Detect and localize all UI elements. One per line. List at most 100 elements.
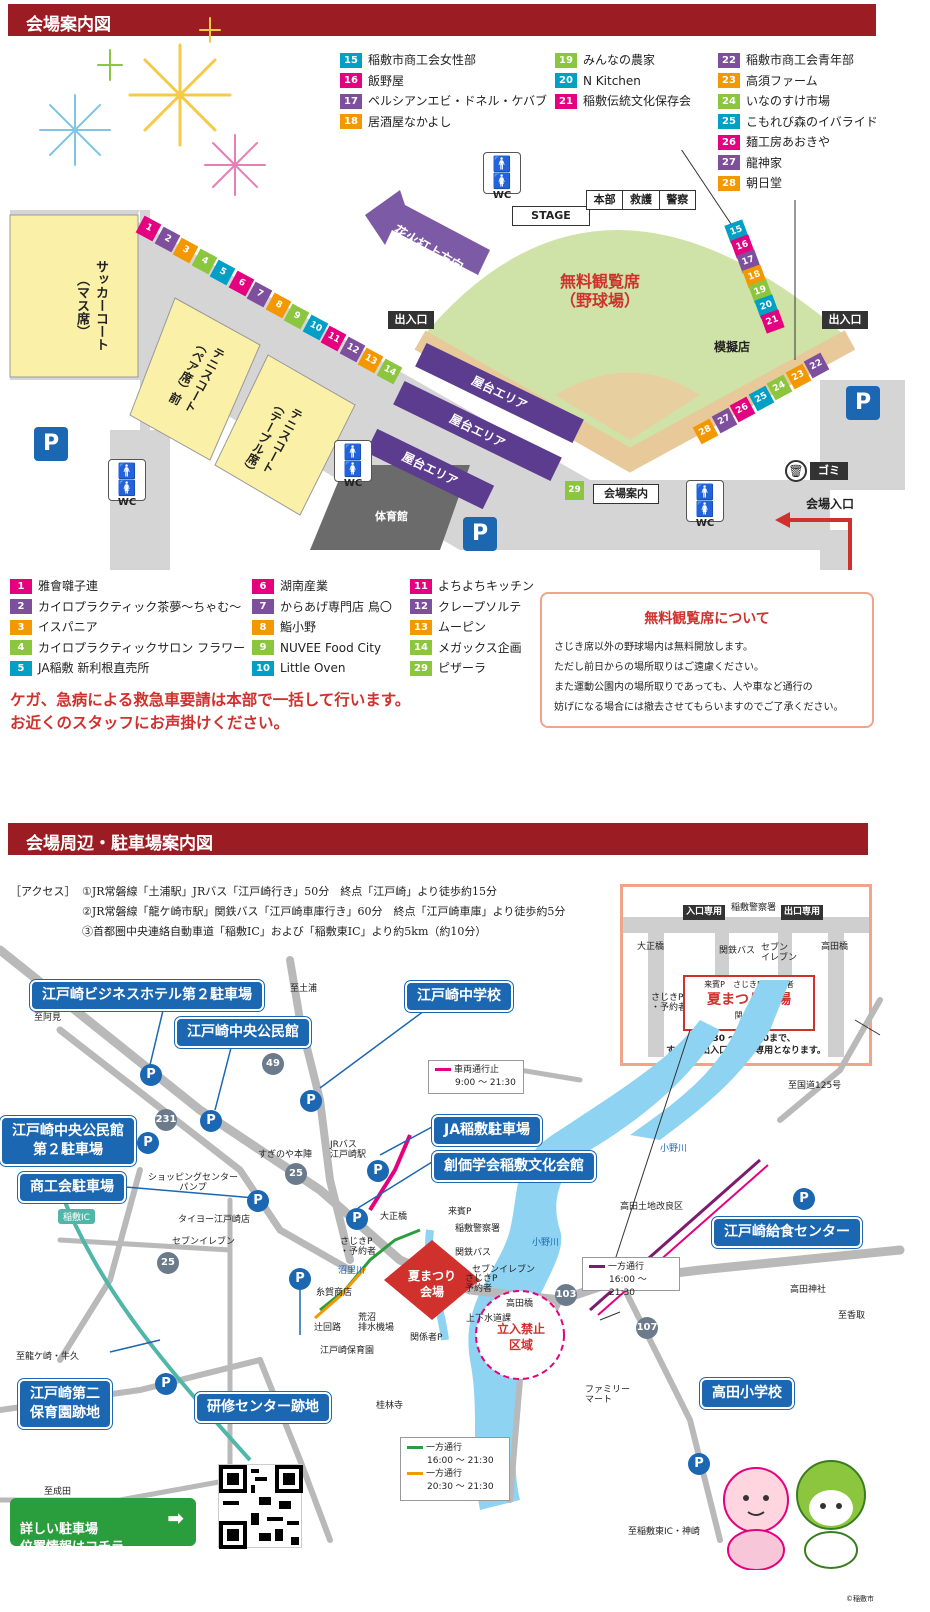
legend-name: ペルシアンエビ・ドネル・ケバブ — [368, 94, 548, 108]
legend-number: 2 — [10, 599, 32, 615]
wc-center: 🚹🚺WC — [334, 440, 372, 489]
legend-name: みんなの農家 — [583, 53, 656, 67]
legend-name: いなのすけ市場 — [746, 94, 831, 108]
label-hoikuen: 江戸崎保育園 — [320, 1346, 375, 1356]
label-r125: 至国道125号 — [788, 1081, 842, 1091]
wc-top: 🚹🚺WC — [483, 152, 521, 201]
legend-name: N Kitchen — [583, 73, 641, 88]
legend-number: 16 — [340, 73, 362, 89]
label-jrbus: JRバス 江戸崎駅 — [330, 1140, 367, 1160]
label-sajiki2: さじきP 予約者 — [465, 1274, 498, 1294]
parking-gym: P — [463, 517, 497, 551]
access-line: ①JR常磐線「土浦駅」JRバス「江戸崎行き」50分 終点「江戸崎」より徒歩約15… — [82, 885, 498, 898]
fireworks-decoration — [39, 17, 266, 196]
legend-number: 10 — [252, 660, 274, 676]
legend-number: 19 — [555, 52, 577, 68]
closure-label: 車両通行止 — [454, 1065, 500, 1075]
access-lines: ①JR常磐線「土浦駅」JRバス「江戸崎行き」50分 終点「江戸崎」より徒歩約15… — [82, 882, 565, 942]
oneway1-label: 一方通行 — [608, 1262, 645, 1272]
label-tsuchiura: 至土浦 — [290, 984, 318, 994]
hq-label: 本部 — [587, 191, 624, 209]
p-marker-7: P — [346, 1208, 368, 1230]
legend-name: カイロプラクティックサロン フラワー — [38, 640, 246, 655]
qr-code[interactable] — [218, 1464, 303, 1549]
legend-number: 14 — [410, 640, 432, 656]
label-gesui: 上下水道課 — [466, 1314, 512, 1324]
label-sugiya: すぎのや本陣 — [258, 1150, 313, 1160]
oneway-green-label: 一方通行 — [426, 1443, 463, 1453]
legend-name: 飯野屋 — [368, 73, 405, 88]
route-231: 231 — [155, 1109, 177, 1131]
free-seats-label: 無料観覧席 （野球場） — [560, 272, 641, 310]
legend-number: 21 — [555, 93, 577, 109]
label-sajiki: さじきP ・予約者 — [340, 1237, 377, 1257]
route-107: 107 — [636, 1317, 658, 1339]
legend-item: 10 Little Oven — [252, 658, 392, 679]
legend-number: 6 — [252, 578, 274, 594]
label-shopping: ショッピングセンター パンプ — [148, 1173, 239, 1193]
legend-number: 23 — [718, 73, 740, 89]
legend-number: 26 — [718, 134, 740, 150]
parking-left: P — [34, 427, 68, 461]
soccer-court-label: サッカーコート （マス席） — [74, 259, 108, 351]
access-line: ②JR常磐線「龍ケ崎市駅」関鉄バス「江戸崎車庫行き」60分 終点「江戸崎車庫」よ… — [82, 905, 566, 918]
legend-number: 7 — [252, 599, 274, 615]
legend-name: 高須ファーム — [746, 73, 818, 88]
legend-number: 29 — [410, 660, 432, 676]
label-seven1: セブンイレブン — [172, 1237, 236, 1247]
parking-label-soka: 創価学会稲敷文化会館 — [432, 1151, 596, 1182]
hq-box: 本部 救護 警察 — [586, 190, 696, 210]
police-label: 警察 — [666, 193, 689, 206]
oneway-green-time: 16:00 〜 21:30 — [427, 1456, 494, 1466]
legend-number: 9 — [252, 640, 274, 656]
legend-item: 17 ペルシアンエビ・ドネル・ケバブ — [340, 91, 560, 112]
inset-seven: セブン イレブン — [761, 943, 798, 963]
inset-sajiki-left: さじきP ・予約者 — [651, 993, 688, 1013]
legend-number: 17 — [340, 93, 362, 109]
inset-police: 稲敷警察署 — [731, 903, 777, 913]
notice-line: また運動公園内の場所取りであっても、人や車など通行の — [554, 682, 813, 693]
label-family: ファミリー マート — [585, 1385, 631, 1405]
legend-name: 雅會囃子連 — [38, 579, 99, 593]
legend-name: 稲敷市商工会女性部 — [368, 53, 477, 67]
qr-label: 詳しい駐車場 位置情報はコチラ — [20, 1522, 125, 1555]
legend-name: 稲敷市商工会青年部 — [746, 53, 855, 67]
p-marker-10: P — [155, 1373, 177, 1395]
area-venue-label: 夏まつり 会場 — [407, 1269, 456, 1299]
legend-item: 4 カイロプラクティックサロン フラワー — [10, 638, 245, 659]
venue-map-header: 会場案内図 — [8, 4, 876, 36]
parking-label-kenshu: 研修センター跡地 — [195, 1392, 331, 1423]
route-25b: 25 — [157, 1252, 179, 1274]
inset-ohashi: 大正橋 — [637, 942, 665, 952]
p-marker-4: P — [247, 1190, 269, 1212]
p-marker-11: P — [688, 1453, 710, 1475]
label-kankei: 関係者P — [410, 1333, 443, 1343]
route-49: 49 — [262, 1053, 284, 1075]
legend-number: 22 — [718, 52, 740, 68]
legend-name: Little Oven — [280, 661, 346, 675]
oneway-orange-time: 20:30 〜 21:30 — [427, 1482, 494, 1492]
legend-name: ピザーラ — [438, 661, 487, 675]
legend-number: 25 — [718, 114, 740, 130]
entrance-left: 出入口 — [388, 311, 434, 329]
qr-info-button[interactable]: 詳しい駐車場 位置情報はコチラ ➡ — [10, 1498, 196, 1555]
access-label: ［アクセス］ — [10, 885, 76, 898]
free-seat-notice-box: 無料観覧席について さじき席以外の野球場内は無料開放します。ただし前日からの場所… — [540, 592, 874, 728]
label-numazato: 沼里川 — [338, 1266, 366, 1276]
label-sakaya: 糸賀商店 — [316, 1288, 353, 1298]
label-keirinji: 桂林寺 — [376, 1401, 404, 1411]
legend-number: 4 — [10, 640, 32, 656]
label-police: 稲敷警察署 — [455, 1224, 501, 1234]
